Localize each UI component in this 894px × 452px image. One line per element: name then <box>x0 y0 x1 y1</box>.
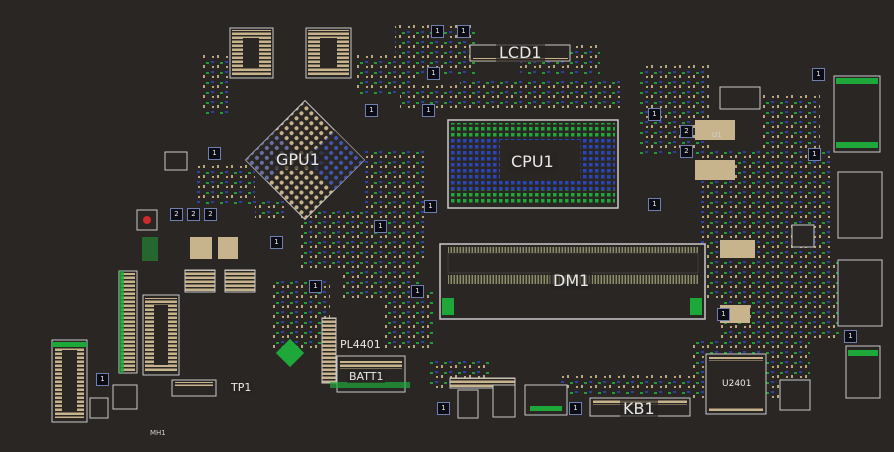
pin-tag: 1 <box>422 104 435 117</box>
pin-tag: 1 <box>437 402 450 415</box>
pin-tag: 1 <box>812 68 825 81</box>
batt1-label: BATT1 <box>347 370 386 383</box>
pin-tag: 1 <box>424 200 437 213</box>
pin-tag: 1 <box>270 236 283 249</box>
pin-tag: 1 <box>717 308 730 321</box>
pin-tag: 1 <box>648 198 661 211</box>
u1-label: U1 <box>712 131 722 139</box>
right-connectors <box>695 75 883 399</box>
pin-tag: 1 <box>808 148 821 161</box>
pin-tag: 1 <box>457 25 470 38</box>
pin-tag: 1 <box>374 220 387 233</box>
cpu1-label: CPU1 <box>508 152 557 171</box>
power-inductor-b <box>305 27 352 79</box>
pin-tag: 2 <box>680 145 693 158</box>
pin-tag: 1 <box>844 330 857 343</box>
battery-connector <box>321 317 410 393</box>
pin-tag: 2 <box>204 208 217 221</box>
pin-tag: 2 <box>187 208 200 221</box>
left-ics <box>89 151 305 419</box>
pin-tag: 1 <box>96 373 109 386</box>
kb1-label: KB1 <box>620 399 658 418</box>
pin-tag: 2 <box>680 125 693 138</box>
u2401-package <box>705 353 811 415</box>
mh1-label: MH1 <box>150 429 166 437</box>
gpu1-label: GPU1 <box>273 150 323 169</box>
left-fpc-connector <box>51 339 88 423</box>
power-inductor-a <box>229 27 274 79</box>
pin-tag: 1 <box>648 108 661 121</box>
pin-tag: 1 <box>309 280 322 293</box>
pin-tag: 1 <box>208 147 221 160</box>
pin-tag: 1 <box>569 402 582 415</box>
pin-tag: 1 <box>411 285 424 298</box>
lcd1-label: LCD1 <box>496 43 545 62</box>
pl4401-label: PL4401 <box>338 338 383 351</box>
u2401-label: U2401 <box>722 379 752 389</box>
left-memory-connector <box>142 294 180 376</box>
tp1-label: TP1 <box>229 381 254 394</box>
dm1-label: DM1 <box>550 271 593 290</box>
left-vertical-connector <box>118 270 138 374</box>
pin-tag: 1 <box>365 104 378 117</box>
pin-tag: 1 <box>431 25 444 38</box>
pin-tag: 2 <box>170 208 183 221</box>
pin-tag: 1 <box>427 67 440 80</box>
